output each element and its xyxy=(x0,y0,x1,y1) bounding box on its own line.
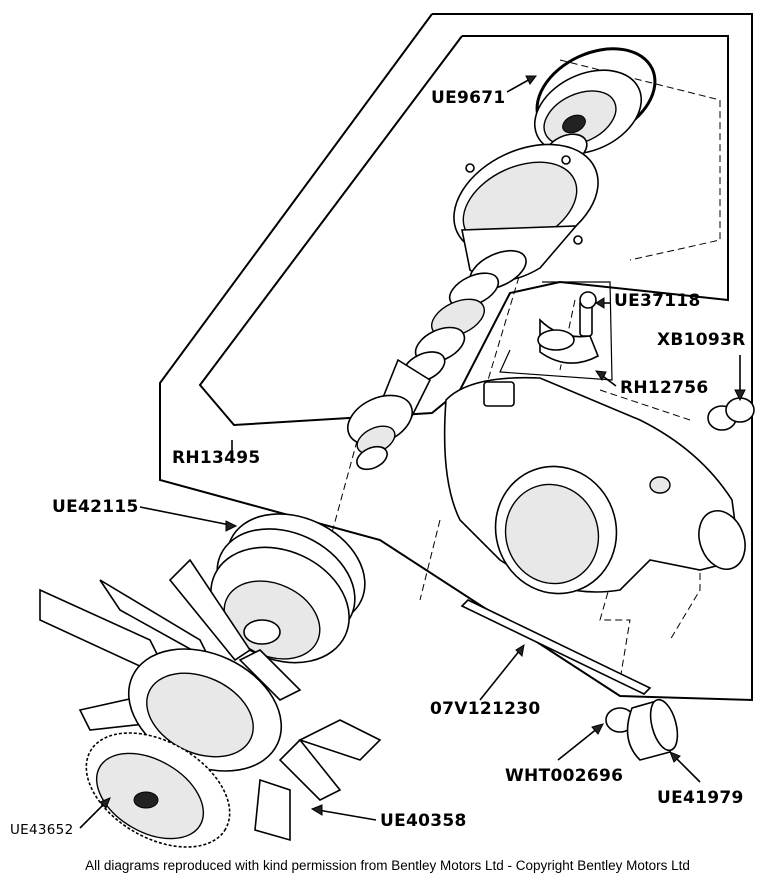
blanking-plug xyxy=(707,397,755,431)
label-wht002696: WHT002696 xyxy=(505,766,623,786)
drive-belt xyxy=(460,599,652,695)
label-xb1093r: XB1093R xyxy=(657,330,746,350)
cooling-fan xyxy=(39,558,382,842)
leader-lines xyxy=(79,75,746,829)
thermostat-group-outline xyxy=(499,281,613,381)
pump-body xyxy=(443,376,746,595)
label-ue37118: UE37118 xyxy=(614,291,701,311)
label-ue40358: UE40358 xyxy=(380,811,467,831)
label-rh12756: RH12756 xyxy=(620,378,709,398)
shaft-group-outline xyxy=(198,35,729,427)
pump-shaft-assembly xyxy=(347,272,500,471)
viscous-coupling xyxy=(85,732,231,848)
drive-pulley xyxy=(210,513,366,664)
label-07v121230: 07V121230 xyxy=(430,699,541,719)
label-ue41979: UE41979 xyxy=(657,788,744,808)
label-rh13495: RH13495 xyxy=(172,448,261,468)
label-ue42115: UE42115 xyxy=(52,497,139,517)
thermostat-elbow xyxy=(537,291,600,364)
copyright-footer: All diagrams reproduced with kind permis… xyxy=(85,858,690,873)
outlet-pipe-assembly xyxy=(605,698,679,761)
label-ue43652: UE43652 xyxy=(10,822,73,838)
bearing-housing xyxy=(453,143,599,291)
label-ue9671: UE9671 xyxy=(431,88,506,108)
